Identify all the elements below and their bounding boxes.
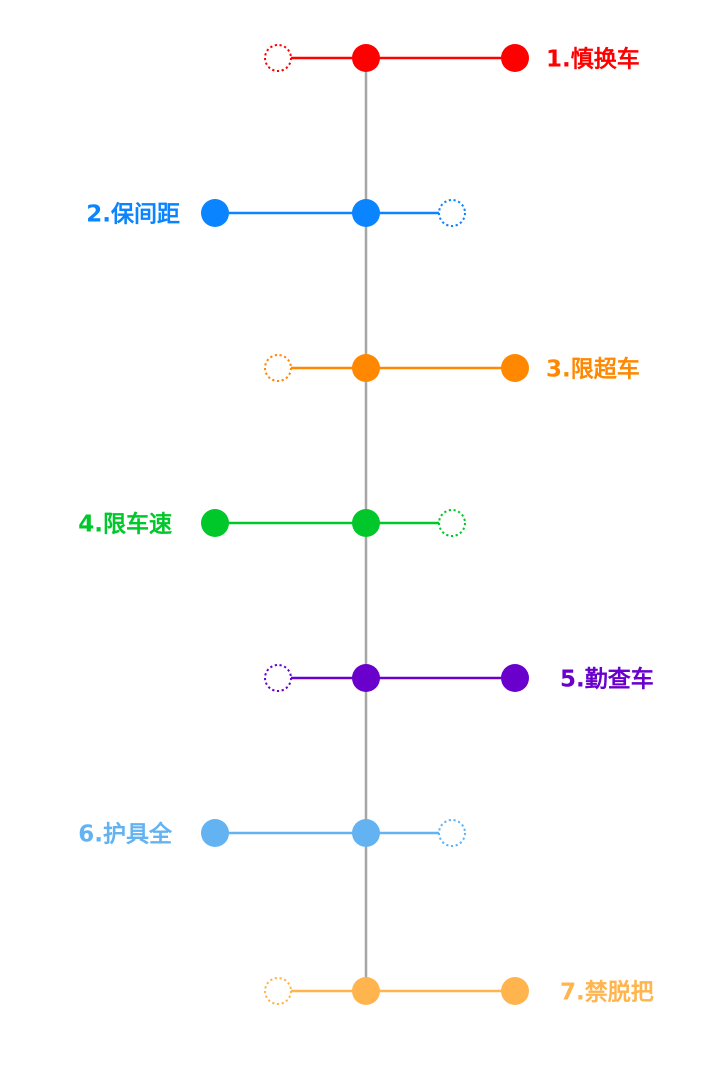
spine-dot	[352, 977, 380, 1005]
timeline-row	[201, 819, 466, 847]
end-dot	[201, 199, 229, 227]
hollow-dot	[264, 977, 292, 1005]
hollow-dot	[438, 819, 466, 847]
end-dot	[501, 664, 529, 692]
row-label: 1.慎换车	[546, 46, 640, 73]
spine-dot	[352, 819, 380, 847]
timeline-row	[264, 44, 529, 72]
hollow-dot	[264, 354, 292, 382]
timeline-row	[264, 664, 529, 692]
hollow-dot	[264, 664, 292, 692]
timeline-row	[264, 977, 529, 1005]
timeline-row	[201, 509, 466, 537]
end-dot	[201, 509, 229, 537]
spine-dot	[352, 199, 380, 227]
spine-dot	[352, 509, 380, 537]
row-label: 7.禁脱把	[560, 979, 654, 1006]
end-dot	[501, 354, 529, 382]
end-dot	[201, 819, 229, 847]
row-label: 6.护具全	[78, 821, 172, 848]
spine-dot	[352, 44, 380, 72]
row-label: 3.限超车	[546, 356, 640, 383]
spine-dot	[352, 664, 380, 692]
timeline-row	[201, 199, 466, 227]
row-label: 4.限车速	[78, 511, 172, 538]
end-dot	[501, 44, 529, 72]
row-label: 2.保间距	[86, 201, 180, 228]
timeline-row	[264, 354, 529, 382]
hollow-dot	[438, 509, 466, 537]
spine-dot	[352, 354, 380, 382]
hollow-dot	[438, 199, 466, 227]
hollow-dot	[264, 44, 292, 72]
end-dot	[501, 977, 529, 1005]
row-label: 5.勤查车	[560, 666, 654, 693]
